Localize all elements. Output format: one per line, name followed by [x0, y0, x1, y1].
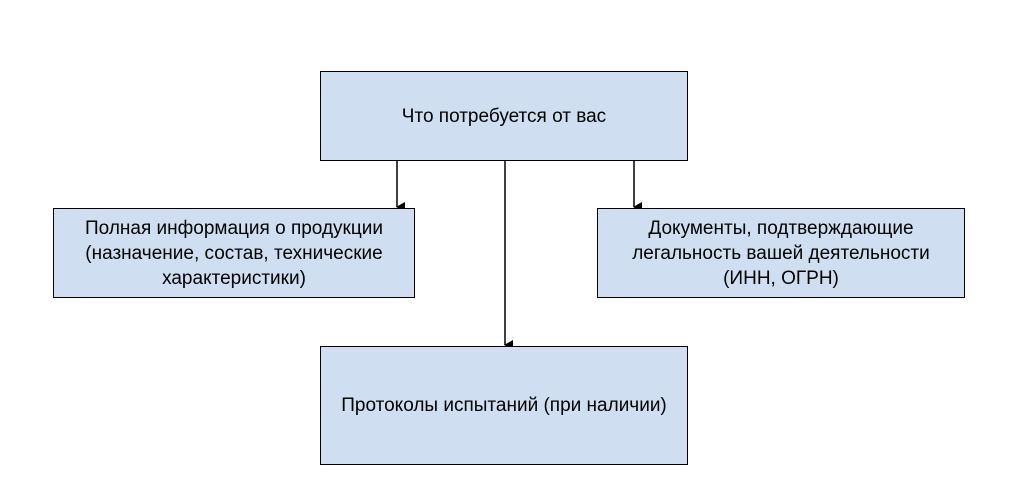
node-product-info-label: Полная информация о продукции (назначени…: [85, 217, 383, 289]
node-test-protocols-label: Протоколы испытаний (при наличии): [341, 395, 667, 416]
node-legality-documents-label: Документы, подтверждающие легальность ва…: [632, 217, 930, 289]
node-product-info: Полная информация о продукции (назначени…: [53, 208, 415, 298]
node-test-protocols: Протоколы испытаний (при наличии): [320, 346, 688, 465]
node-root-label: Что потребуется от вас: [401, 105, 607, 127]
node-legality-documents: Документы, подтверждающие легальность ва…: [597, 208, 965, 298]
node-root: Что потребуется от вас: [320, 71, 688, 161]
